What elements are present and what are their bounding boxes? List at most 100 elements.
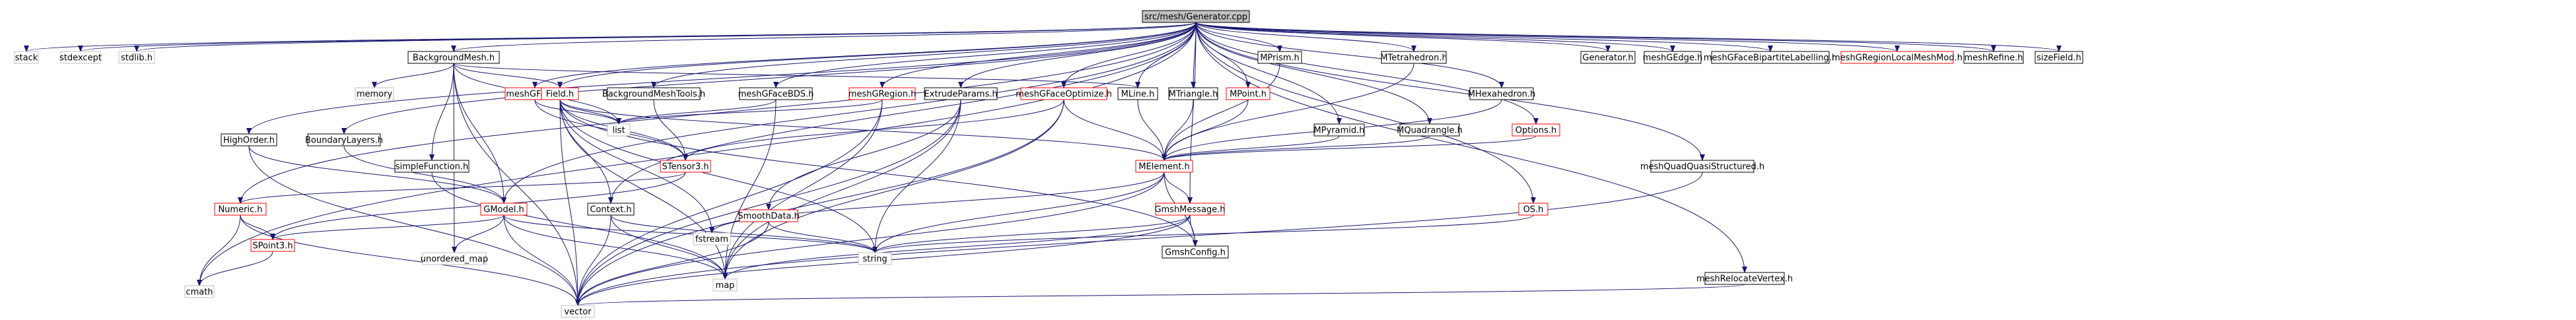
- node-MElement[interactable]: MElement.h: [1135, 160, 1193, 173]
- edge-Field-to-GmshConfig: [559, 99, 1198, 247]
- node-label-MPyramid: MPyramid.h: [1314, 126, 1365, 136]
- node-box-meshGEdge: [1644, 51, 1702, 64]
- node-meshGEdge[interactable]: meshGEdge.h: [1643, 51, 1703, 64]
- edge-Field-to-string: [559, 99, 878, 253]
- node-box-meshGFaceBDS: [739, 87, 813, 100]
- node-unordered_map: unordered_map: [421, 252, 488, 265]
- node-string: string: [858, 252, 892, 265]
- node-meshGFaceBDS[interactable]: meshGFaceBDS.h: [738, 87, 814, 100]
- node-meshGFaceBipartite[interactable]: meshGFaceBipartiteLabelling.h: [1704, 51, 1837, 64]
- edge-MTriangle-to-MElement: [1162, 99, 1194, 161]
- node-Generator[interactable]: Generator.h: [1580, 51, 1636, 64]
- edge-ExtrudeParams-to-map: [722, 99, 961, 280]
- edge-MPyramid-to-MElement: [1162, 135, 1340, 161]
- node-GmshMessage[interactable]: GmshMessage.h: [1154, 203, 1226, 216]
- node-MHexahedron[interactable]: MHexahedron.h: [1468, 87, 1536, 100]
- node-label-Field: Field.h: [546, 90, 574, 100]
- edge-root-to-meshQuadQuasiStructured: [1195, 22, 1705, 161]
- edge-root-to-meshGFaceOptimize: [1061, 22, 1197, 88]
- node-box-MLine: [1117, 87, 1158, 100]
- node-meshRelocateVertex[interactable]: meshRelocateVertex.h: [1696, 272, 1793, 285]
- edge-root-to-ExtrudeParams: [958, 22, 1197, 88]
- node-stdexcept: stdexcept: [59, 51, 102, 64]
- node-label-stdlib: stdlib.h: [121, 53, 153, 63]
- node-box-HighOrder: [221, 133, 277, 146]
- edge-root-to-MPyramid: [1195, 22, 1342, 125]
- edge-GmshMessage-to-map: [722, 214, 1191, 280]
- node-MTetrahedron[interactable]: MTetrahedron.h: [1380, 51, 1447, 64]
- node-Options[interactable]: Options.h: [1512, 123, 1560, 137]
- edge-root-to-meshRelocateVertex: [1195, 22, 1747, 273]
- node-label-meshGFaceBDS: meshGFaceBDS.h: [738, 90, 814, 100]
- node-ExtrudeParams[interactable]: ExtrudeParams.h: [924, 87, 998, 100]
- node-box-list: [607, 123, 631, 137]
- node-MLine[interactable]: MLine.h: [1117, 87, 1158, 100]
- node-SmoothData[interactable]: SmoothData.h: [738, 209, 800, 222]
- edge-GModel-to-unordered_map: [452, 214, 505, 253]
- edge-BoundaryLayers-to-GModel: [343, 145, 506, 204]
- node-meshQuadQuasiStructured[interactable]: meshQuadQuasiStructured.h: [1640, 160, 1764, 173]
- edge-root-to-BackgroundMeshTools: [651, 22, 1197, 88]
- node-BoundaryLayers[interactable]: BoundaryLayers.h: [305, 133, 383, 146]
- node-box-stdexcept: [60, 51, 101, 64]
- edge-GmshMessage-to-GmshConfig: [1189, 214, 1198, 247]
- edge-root-to-BackgroundMesh: [451, 22, 1197, 52]
- node-MTriangle[interactable]: MTriangle.h: [1168, 87, 1218, 100]
- edge-GmshMessage-to-string: [872, 214, 1191, 253]
- node-Context[interactable]: Context.h: [587, 203, 635, 216]
- node-BackgroundMeshTools[interactable]: BackgroundMeshTools.h: [602, 87, 705, 100]
- node-OS[interactable]: OS.h: [1518, 203, 1549, 216]
- node-Field[interactable]: Field.h: [541, 87, 579, 100]
- node-label-SmoothData: SmoothData.h: [738, 212, 800, 222]
- node-box-string: [858, 252, 892, 265]
- node-box-map: [713, 278, 738, 292]
- node-meshGRegionLocalMeshMod[interactable]: meshGRegionLocalMeshMod.h: [1832, 51, 1963, 64]
- node-BackgroundMesh[interactable]: BackgroundMesh.h: [407, 51, 500, 64]
- node-GModel[interactable]: GModel.h: [480, 203, 528, 216]
- edge-meshGRegion-to-map: [722, 99, 883, 280]
- node-fstream: fstream: [693, 232, 731, 245]
- node-label-MTriangle: MTriangle.h: [1169, 90, 1218, 100]
- node-label-HighOrder: HighOrder.h: [223, 136, 275, 146]
- node-label-root: src/mesh/Generator.cpp: [1144, 13, 1247, 22]
- node-HighOrder[interactable]: HighOrder.h: [221, 133, 277, 146]
- edge-meshGFaceOptimize-to-map: [722, 99, 1064, 280]
- edge-root-to-stdexcept: [78, 22, 1197, 52]
- node-GmshConfig[interactable]: GmshConfig.h: [1162, 245, 1229, 259]
- node-label-ExtrudeParams: ExtrudeParams.h: [924, 90, 997, 100]
- node-box-stack: [14, 51, 39, 64]
- node-meshGFaceOptimize[interactable]: meshGFaceOptimize.h: [1016, 87, 1112, 100]
- node-root[interactable]: src/mesh/Generator.cpp: [1142, 10, 1250, 23]
- node-box-MTriangle: [1168, 87, 1218, 100]
- node-SPoint3[interactable]: SPoint3.h: [250, 239, 295, 252]
- node-label-string: string: [862, 255, 887, 265]
- node-label-OS: OS.h: [1523, 205, 1544, 215]
- node-meshGRegion[interactable]: meshGRegion.h: [849, 87, 917, 100]
- edge-ExtrudeParams-to-vector: [575, 99, 961, 306]
- edge-MQuadrangle-to-MElement: [1162, 135, 1430, 161]
- node-meshRefine[interactable]: meshRefine.h: [1963, 51, 2024, 64]
- node-label-BoundaryLayers: BoundaryLayers.h: [305, 136, 383, 146]
- node-MPoint[interactable]: MPoint.h: [1226, 87, 1271, 100]
- node-box-MElement: [1135, 160, 1193, 173]
- edge-ExtrudeParams-to-SmoothData: [766, 99, 961, 210]
- node-simpleFunction[interactable]: simpleFunction.h: [394, 160, 470, 173]
- edge-MPrism-to-MElement: [1162, 63, 1280, 161]
- node-list: list: [607, 123, 631, 137]
- edge-Field-to-MElement: [559, 99, 1167, 161]
- node-label-Options: Options.h: [1515, 126, 1557, 136]
- node-STensor3[interactable]: STensor3.h: [660, 160, 711, 173]
- edge-OS-to-string: [872, 214, 1534, 253]
- node-MQuadrangle[interactable]: MQuadrangle.h: [1397, 123, 1463, 137]
- node-Numeric[interactable]: Numeric.h: [214, 203, 267, 216]
- node-box-memory: [355, 87, 394, 100]
- node-MPyramid[interactable]: MPyramid.h: [1313, 123, 1365, 137]
- node-box-unordered_map: [422, 252, 487, 265]
- edge-BackgroundMesh-to-simpleFunction: [429, 63, 454, 161]
- node-MPrism[interactable]: MPrism.h: [1257, 51, 1302, 64]
- node-stdlib: stdlib.h: [118, 51, 155, 64]
- edge-BackgroundMesh-to-GModel: [453, 63, 506, 204]
- node-sizeField[interactable]: sizeField.h: [2035, 51, 2083, 64]
- node-box-MPoint: [1226, 87, 1271, 100]
- node-box-meshRefine: [1963, 51, 2024, 64]
